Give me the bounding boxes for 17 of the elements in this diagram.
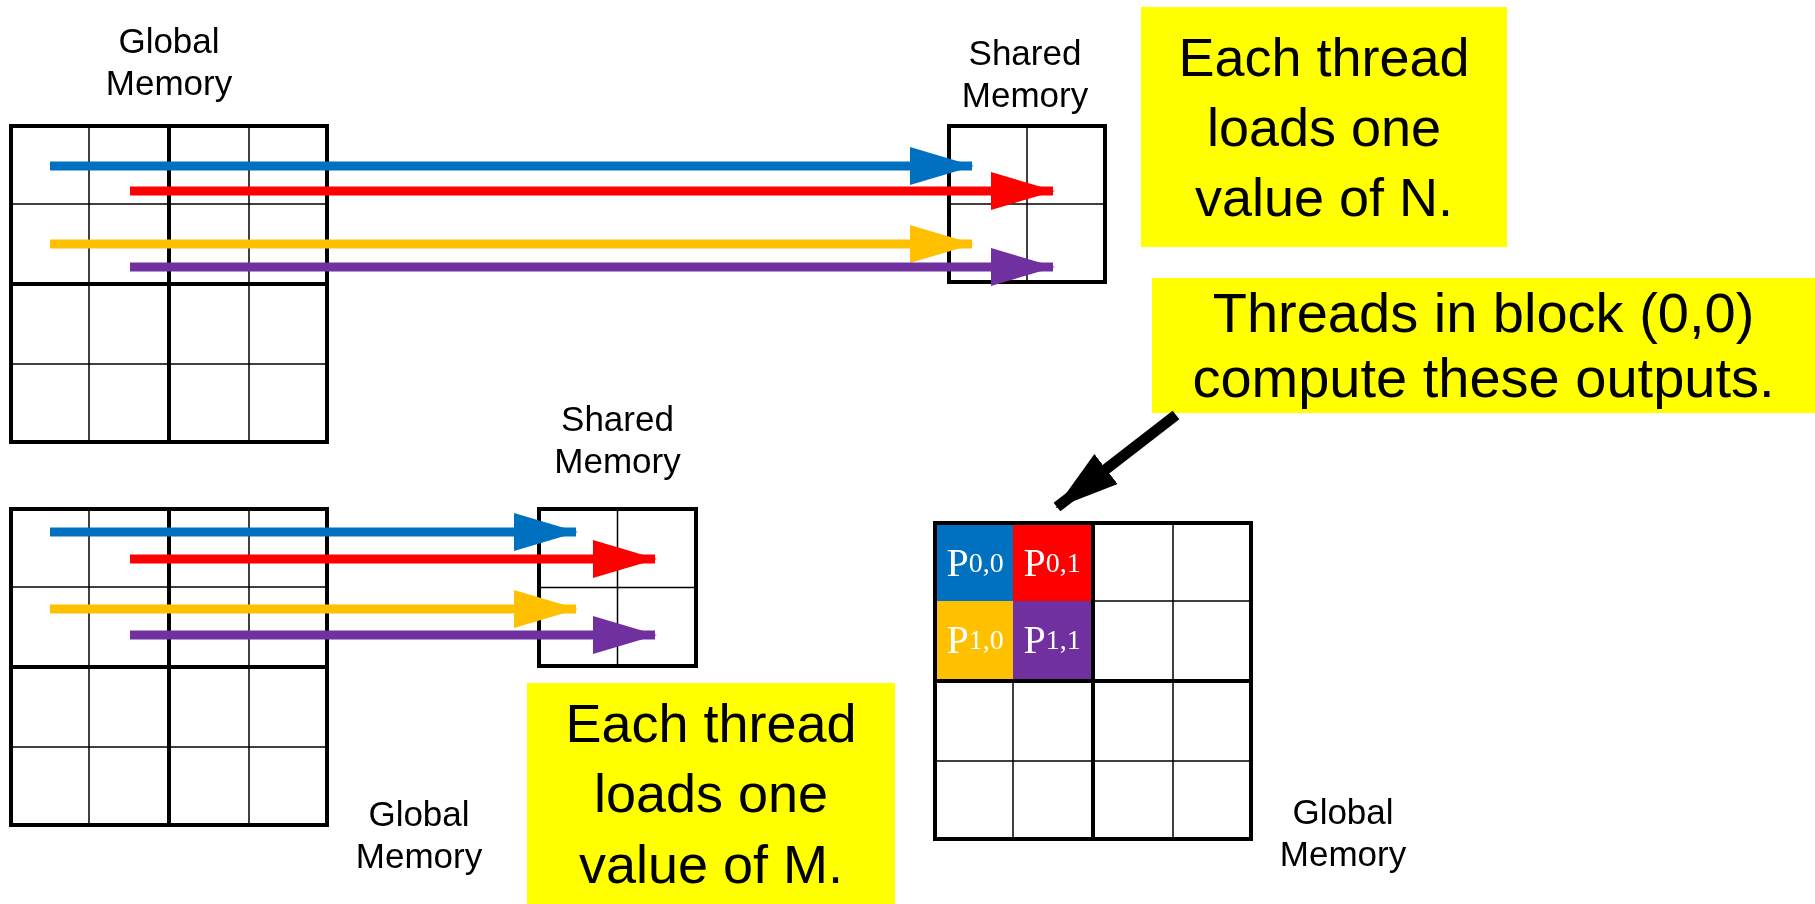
callout-note: Each thread loads one value of N. [1141, 7, 1507, 247]
callout-note: Threads in block (0,0) compute these outputs. [1152, 278, 1815, 413]
arrow [50, 147, 974, 185]
memory-label: Global Memory [354, 793, 484, 877]
callout-note: Each thread loads one value of M. [527, 683, 895, 904]
arrow [130, 540, 657, 578]
memory-label: Shared Memory [553, 398, 682, 482]
arrow [130, 248, 1055, 286]
arrow [130, 616, 657, 654]
memory-label: Global Memory [1278, 791, 1408, 875]
memory-label: Global Memory [104, 20, 234, 104]
arrow [50, 590, 578, 628]
arrow [50, 225, 974, 263]
arrow [1053, 410, 1180, 512]
arrow [50, 513, 578, 551]
memory-label: Shared Memory [960, 32, 1090, 116]
arrow [130, 172, 1055, 210]
